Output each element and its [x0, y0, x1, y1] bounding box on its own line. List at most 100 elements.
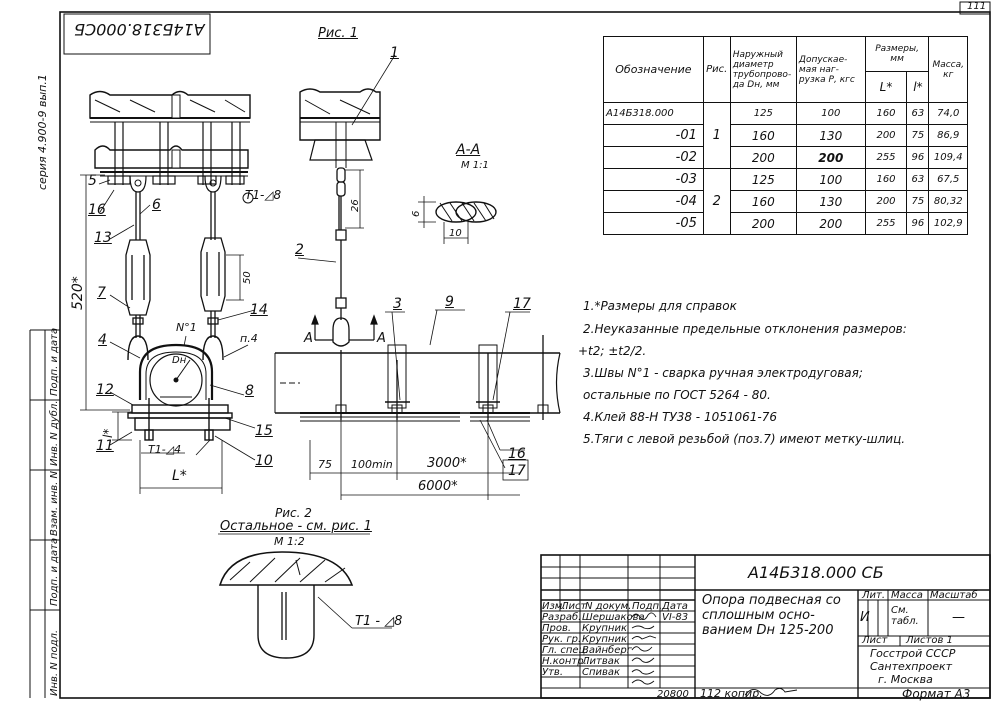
tb-lit: Лит. — [862, 590, 886, 601]
cell-l: 75 — [906, 190, 930, 213]
title-block-grid — [540, 554, 991, 699]
tb-role: Гл. спец. — [542, 645, 589, 656]
tb-name: Спивак — [582, 667, 621, 678]
fig2-scale: М 1:2 — [274, 535, 305, 548]
note-3b: остальные по ГОСТ 5264 - 80. — [583, 388, 771, 402]
tb-sheet: Лист — [862, 635, 888, 646]
tb-name: Крупник — [582, 634, 627, 645]
weld-mark: Т1-◿8 — [245, 188, 282, 202]
tb-col-izm: Изм. — [542, 601, 566, 612]
cell-designation: А14Б318.000 — [603, 102, 704, 125]
weld-mark-bottom: Т1-◿4 — [148, 443, 182, 456]
cell-p: 100 — [795, 168, 866, 191]
p4-label: п.4 — [240, 332, 258, 345]
cell-designation: -03 — [603, 168, 704, 191]
tb-role: Рук. гр. — [542, 634, 582, 645]
callout-8: 8 — [245, 383, 254, 399]
callout-16-right: 16 — [508, 446, 526, 462]
table-row: -02 200 200 255 96 109,4 — [603, 146, 968, 169]
margin-label-4: Инв. N дубл. — [49, 400, 60, 467]
callout-2: 2 — [295, 242, 304, 258]
margin-label-2: Подп. и дата — [49, 537, 60, 606]
pipe-long-view — [274, 335, 561, 422]
fig1-slab — [299, 54, 396, 168]
tb-org-2: Сантехпроект — [870, 660, 953, 673]
tb-org-3: г. Москва — [878, 673, 933, 686]
cell-L: 160 — [864, 168, 908, 191]
cell-dn: 200 — [729, 212, 797, 235]
table-row: -01 160 130 200 75 86,9 — [603, 124, 968, 147]
cell-designation: -05 — [603, 212, 704, 235]
note-3: 3.Швы N°1 - сварка ручная электродуговая… — [583, 366, 863, 380]
callout-17-bottom: 17 — [508, 463, 526, 479]
cell-l: 63 — [906, 168, 930, 191]
th-load: Допускае-мая наг-рузка Р, кгс — [795, 36, 866, 103]
note-2b: +t2; ±t2/2. — [578, 344, 647, 358]
section-scale: М 1:1 — [461, 160, 489, 171]
th-fig: Рис. — [702, 36, 731, 103]
pipe-clamp — [138, 343, 214, 407]
cell-p: 100 — [795, 102, 866, 125]
th-designation: Обозначение — [603, 36, 704, 103]
tb-col-ndoc: N докум. — [585, 601, 632, 612]
callout-9: 9 — [445, 294, 454, 310]
dim-26: 26 — [350, 199, 361, 212]
cell-l: 96 — [906, 212, 930, 235]
table-row: -05 200 200 255 96 102,9 — [603, 212, 968, 235]
th-L: L* — [864, 71, 908, 103]
cell-mass: 86,9 — [928, 124, 968, 147]
fig1-title: Рис. 1 — [318, 26, 358, 41]
cell-designation: -02 — [603, 146, 704, 169]
Dn-label: Dн — [172, 355, 187, 366]
turnbuckle-left — [125, 237, 226, 316]
cell-p: 200 — [795, 146, 866, 169]
rotated-doc-code: А14Б318.000СБ — [74, 20, 205, 39]
note-5: 5.Тяги с левой резьбой (поз.7) имеют мет… — [583, 432, 906, 446]
tb-mass-value: См. табл. — [891, 605, 919, 627]
cell-p: 130 — [795, 190, 866, 213]
dim-6000: 6000* — [418, 479, 458, 494]
tb-masshtab: Масштаб — [930, 590, 978, 601]
th-sizes: Размеры, мм — [864, 36, 930, 72]
ceiling-slab-left — [89, 90, 251, 123]
cell-dn: 200 — [729, 146, 797, 169]
tb-name: Крупник — [582, 623, 627, 634]
callout-15: 15 — [255, 423, 273, 439]
dim-50: 50 — [242, 271, 253, 284]
cell-mass: 74,0 — [928, 102, 968, 125]
dim-520: 520* — [70, 276, 86, 310]
tb-role: Утв. — [542, 667, 563, 678]
tb-date: VI-83 — [662, 612, 689, 623]
table-row: А14Б318.000 1 125 100 160 63 74,0 — [603, 102, 968, 169]
tb-copied: 112 копир. — [700, 687, 763, 700]
tb-name: Шершакова — [582, 612, 645, 623]
section-title: А-А — [456, 142, 481, 158]
dim-100min: 100min — [351, 458, 393, 471]
cell-mass: 80,32 — [928, 190, 968, 213]
cell-L: 160 — [864, 102, 908, 125]
dim-10: 10 — [449, 228, 462, 239]
cell-l: 96 — [906, 146, 930, 169]
th-l: l* — [906, 71, 930, 103]
callout-14: 14 — [250, 302, 268, 318]
dim-6: 6 — [411, 210, 422, 217]
callout-17-top: 17 — [513, 296, 531, 312]
tb-col-data: Дата — [662, 601, 688, 612]
tb-role: Разраб. — [542, 612, 582, 623]
margin-label-1: Инв. N подл. — [49, 629, 60, 696]
tb-col-list: Лист — [561, 601, 587, 612]
callout-16-left: 16 — [88, 202, 106, 218]
tb-doc-code: А14Б318.000 СБ — [748, 563, 884, 582]
tb-title: Опора подвесная со сплошным осно-ванием … — [702, 593, 841, 638]
tb-inventory: 20800 — [657, 689, 689, 700]
cell-fig-2: 2 — [702, 168, 731, 235]
cell-dn: 160 — [729, 190, 797, 213]
table-row: -03 2 125 100 160 63 67,5 — [603, 168, 968, 235]
callout-7: 7 — [97, 285, 106, 301]
th-dn: Наружный диаметр трубопрово-да Dн, мм — [729, 36, 797, 103]
tb-format: Формат А3 — [902, 687, 971, 701]
margin-label-5: Подп. и дата — [49, 327, 60, 396]
tb-org-1: Госстрой СССР — [870, 647, 956, 660]
cell-designation: -01 — [603, 124, 704, 147]
